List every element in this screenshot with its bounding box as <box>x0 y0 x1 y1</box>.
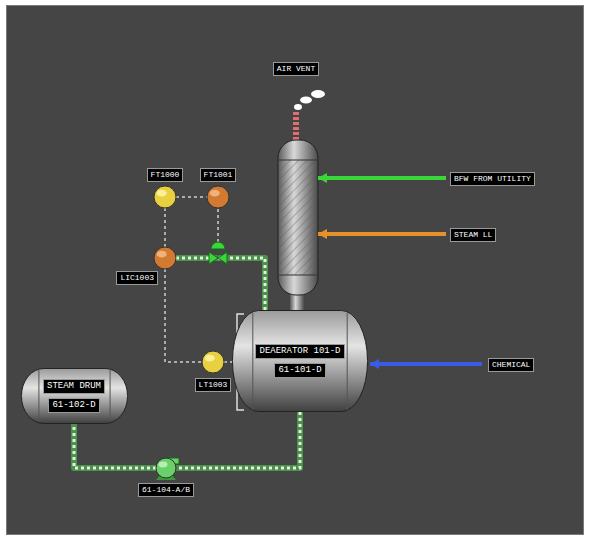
column-seam <box>279 275 317 276</box>
bubble-highlight <box>205 355 215 362</box>
signal-line <box>176 197 207 198</box>
pump-node: 61-104-A/B <box>156 458 176 478</box>
bubble-body <box>207 186 229 208</box>
bubble-highlight <box>159 462 168 468</box>
bubble-highlight <box>210 190 220 197</box>
flow-arrow <box>318 229 327 239</box>
vessel-node: STEAM DRUM 61-102-D <box>21 368 128 424</box>
control-valve <box>209 242 227 264</box>
instrument-bubble <box>205 184 231 210</box>
vessel-outline <box>21 368 128 424</box>
steam-puff <box>311 90 325 98</box>
signal-line <box>165 208 166 247</box>
process-pipe <box>176 412 300 468</box>
stream-label: STEAM LL <box>450 228 496 242</box>
instrument-tag: LIC1003 <box>116 271 158 285</box>
instrument-node: FT1001 <box>207 186 229 208</box>
instrument-node: LIC1003 <box>154 247 176 269</box>
pump-symbol <box>154 456 178 480</box>
vessel-labels: DEAERATOR 101-D 61-101-D <box>232 310 368 412</box>
column-packing <box>280 160 316 275</box>
process-pipe <box>176 258 265 310</box>
vessel-labels: STEAM DRUM 61-102-D <box>21 368 128 424</box>
column-seam <box>279 160 317 161</box>
flow-arrow <box>370 359 379 369</box>
instrument-tag: FT1001 <box>200 168 237 182</box>
instrument-node: LT1003 <box>202 351 224 373</box>
signal-path <box>164 208 166 247</box>
vessel-seam <box>252 312 253 410</box>
bubble-highlight <box>157 251 167 258</box>
instrument-bubble <box>152 245 178 271</box>
vessel-body <box>21 369 127 424</box>
bubble-body <box>154 186 176 208</box>
stream-label: CHEMICAL <box>488 358 534 372</box>
instrument-bubble <box>152 184 178 210</box>
steam-puff <box>300 97 312 104</box>
instrument-tag: 61-104-A/B <box>138 483 194 497</box>
chemical-line <box>370 362 482 366</box>
signal-path <box>165 269 202 362</box>
vent-pipe <box>293 112 299 142</box>
bubble-body <box>202 351 224 373</box>
vessel-body <box>233 311 368 412</box>
pipe-body <box>74 424 156 468</box>
process-pipe <box>74 424 156 468</box>
vessel-tag: 61-101-D <box>274 363 325 378</box>
instrument-tag: FT1000 <box>147 168 184 182</box>
pipe-flow <box>74 424 156 468</box>
stripping-column <box>278 140 318 295</box>
pipe-body <box>176 412 300 468</box>
vessel-node: DEAERATOR 101-D 61-101-D <box>232 310 368 412</box>
steam-puff <box>294 104 302 110</box>
flow-arrow <box>318 173 327 183</box>
pipe-flow <box>176 412 300 468</box>
bubble-body <box>154 247 176 269</box>
bfw-line <box>318 176 446 180</box>
instrument-node: FT1000 <box>154 186 176 208</box>
bubble-highlight <box>157 190 167 197</box>
signal-path <box>176 196 207 198</box>
signal-line <box>224 362 232 363</box>
signal-path <box>224 361 232 363</box>
pipe-flow <box>176 258 265 310</box>
instrument-bubble <box>200 349 226 375</box>
steam-line <box>318 232 446 236</box>
bubble-body <box>156 458 176 478</box>
signal-line <box>217 209 219 244</box>
vessel-tag: STEAM DRUM <box>43 379 105 394</box>
instrument-tag: LT1003 <box>195 378 232 392</box>
vessel-seam <box>109 370 110 422</box>
stream-label: BFW FROM UTILITY <box>450 172 535 186</box>
vessel-tag: 61-102-D <box>48 398 99 413</box>
pipe-body <box>176 258 265 310</box>
signal-line <box>165 269 202 362</box>
vessel-seam <box>347 312 348 410</box>
vessel-tag: DEAERATOR 101-D <box>255 344 344 359</box>
vessel-outline <box>232 310 368 412</box>
stream-label: AIR VENT <box>273 62 319 76</box>
vessel-seam <box>38 370 39 422</box>
